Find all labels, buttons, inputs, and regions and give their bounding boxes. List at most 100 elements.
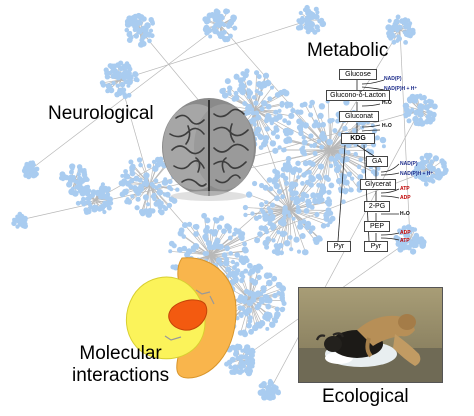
- network-node: [279, 230, 287, 237]
- network-node: [307, 10, 314, 17]
- network-edge: [300, 129, 331, 151]
- network-node: [265, 389, 272, 396]
- network-node: [412, 115, 419, 123]
- network-node: [306, 25, 311, 31]
- network-node: [233, 269, 240, 276]
- network-node: [274, 306, 280, 312]
- network-node: [308, 229, 313, 234]
- network-node: [418, 117, 423, 123]
- network-node: [306, 16, 311, 21]
- network-node: [193, 231, 200, 237]
- network-node: [260, 285, 267, 292]
- network-node: [283, 137, 290, 144]
- network-node: [86, 199, 92, 206]
- network-node: [149, 33, 155, 39]
- network-node: [346, 171, 352, 177]
- network-node: [256, 74, 262, 80]
- network-node: [273, 109, 279, 115]
- network-node: [221, 228, 227, 234]
- network-node: [396, 34, 401, 39]
- network-node: [320, 121, 327, 128]
- network-node: [281, 210, 288, 216]
- network-node: [342, 187, 349, 194]
- network-node: [204, 17, 211, 25]
- network-node: [157, 204, 163, 210]
- network-node: [211, 13, 219, 21]
- network-node: [269, 121, 274, 126]
- network-node: [393, 24, 400, 32]
- network-node: [284, 104, 290, 109]
- network-node: [254, 237, 261, 244]
- network-node: [208, 34, 213, 39]
- network-node: [350, 176, 355, 181]
- network-node: [402, 30, 407, 35]
- network-node: [273, 385, 279, 391]
- network-node: [313, 13, 320, 20]
- network-node: [204, 251, 210, 256]
- network-node: [258, 383, 264, 389]
- network-node: [429, 166, 435, 172]
- network-node: [26, 174, 32, 180]
- network-node: [239, 359, 245, 366]
- network-node: [100, 82, 107, 88]
- network-node: [249, 348, 254, 353]
- network-node: [230, 259, 236, 265]
- network-node: [442, 170, 448, 176]
- node-pyr-right: Pyr: [364, 241, 388, 252]
- network-node: [409, 93, 416, 100]
- network-node: [264, 126, 270, 132]
- network-node: [272, 147, 279, 154]
- network-node: [296, 167, 303, 174]
- network-node: [162, 192, 168, 197]
- network-node: [272, 115, 280, 122]
- label-neurological: Neurological: [48, 103, 154, 124]
- network-edge: [314, 149, 331, 200]
- network-node: [149, 19, 155, 25]
- network-node: [263, 72, 270, 79]
- network-node: [219, 30, 224, 35]
- network-node: [397, 228, 402, 234]
- network-node: [262, 390, 267, 395]
- network-node: [327, 219, 333, 225]
- network-node: [123, 173, 130, 179]
- network-node: [397, 246, 404, 253]
- network-node: [270, 85, 274, 90]
- node-gluconolacton: Glucono-δ-Lacton: [326, 90, 390, 101]
- network-node: [301, 249, 308, 256]
- network-node: [217, 243, 224, 250]
- network-node: [161, 204, 166, 209]
- network-node: [105, 186, 111, 193]
- network-node: [268, 186, 274, 192]
- network-node: [412, 227, 418, 232]
- network-node: [334, 153, 342, 160]
- network-node: [290, 169, 297, 176]
- network-node: [264, 244, 270, 250]
- network-node: [240, 348, 245, 353]
- network-node: [138, 183, 144, 190]
- network-node: [287, 129, 294, 136]
- network-node: [304, 193, 310, 199]
- network-node: [233, 278, 239, 284]
- network-node: [158, 160, 165, 167]
- node-kdg: KDG: [341, 133, 375, 144]
- network-node: [130, 163, 136, 170]
- network-node: [264, 229, 270, 235]
- network-node: [135, 189, 142, 196]
- cofactor-atp-1: ATP: [400, 186, 410, 192]
- network-edge: [289, 209, 320, 239]
- network-node: [71, 175, 76, 180]
- network-node: [403, 112, 408, 117]
- network-node: [265, 294, 270, 299]
- network-node: [264, 200, 269, 205]
- network-node: [147, 208, 152, 213]
- network-node: [74, 180, 80, 185]
- network-node: [175, 187, 180, 192]
- network-node: [271, 238, 276, 243]
- network-node: [296, 175, 301, 180]
- network-node: [326, 198, 332, 205]
- network-node: [274, 311, 281, 318]
- network-node: [266, 177, 273, 183]
- network-edge: [149, 161, 155, 186]
- network-node: [233, 73, 239, 79]
- network-node: [410, 248, 417, 255]
